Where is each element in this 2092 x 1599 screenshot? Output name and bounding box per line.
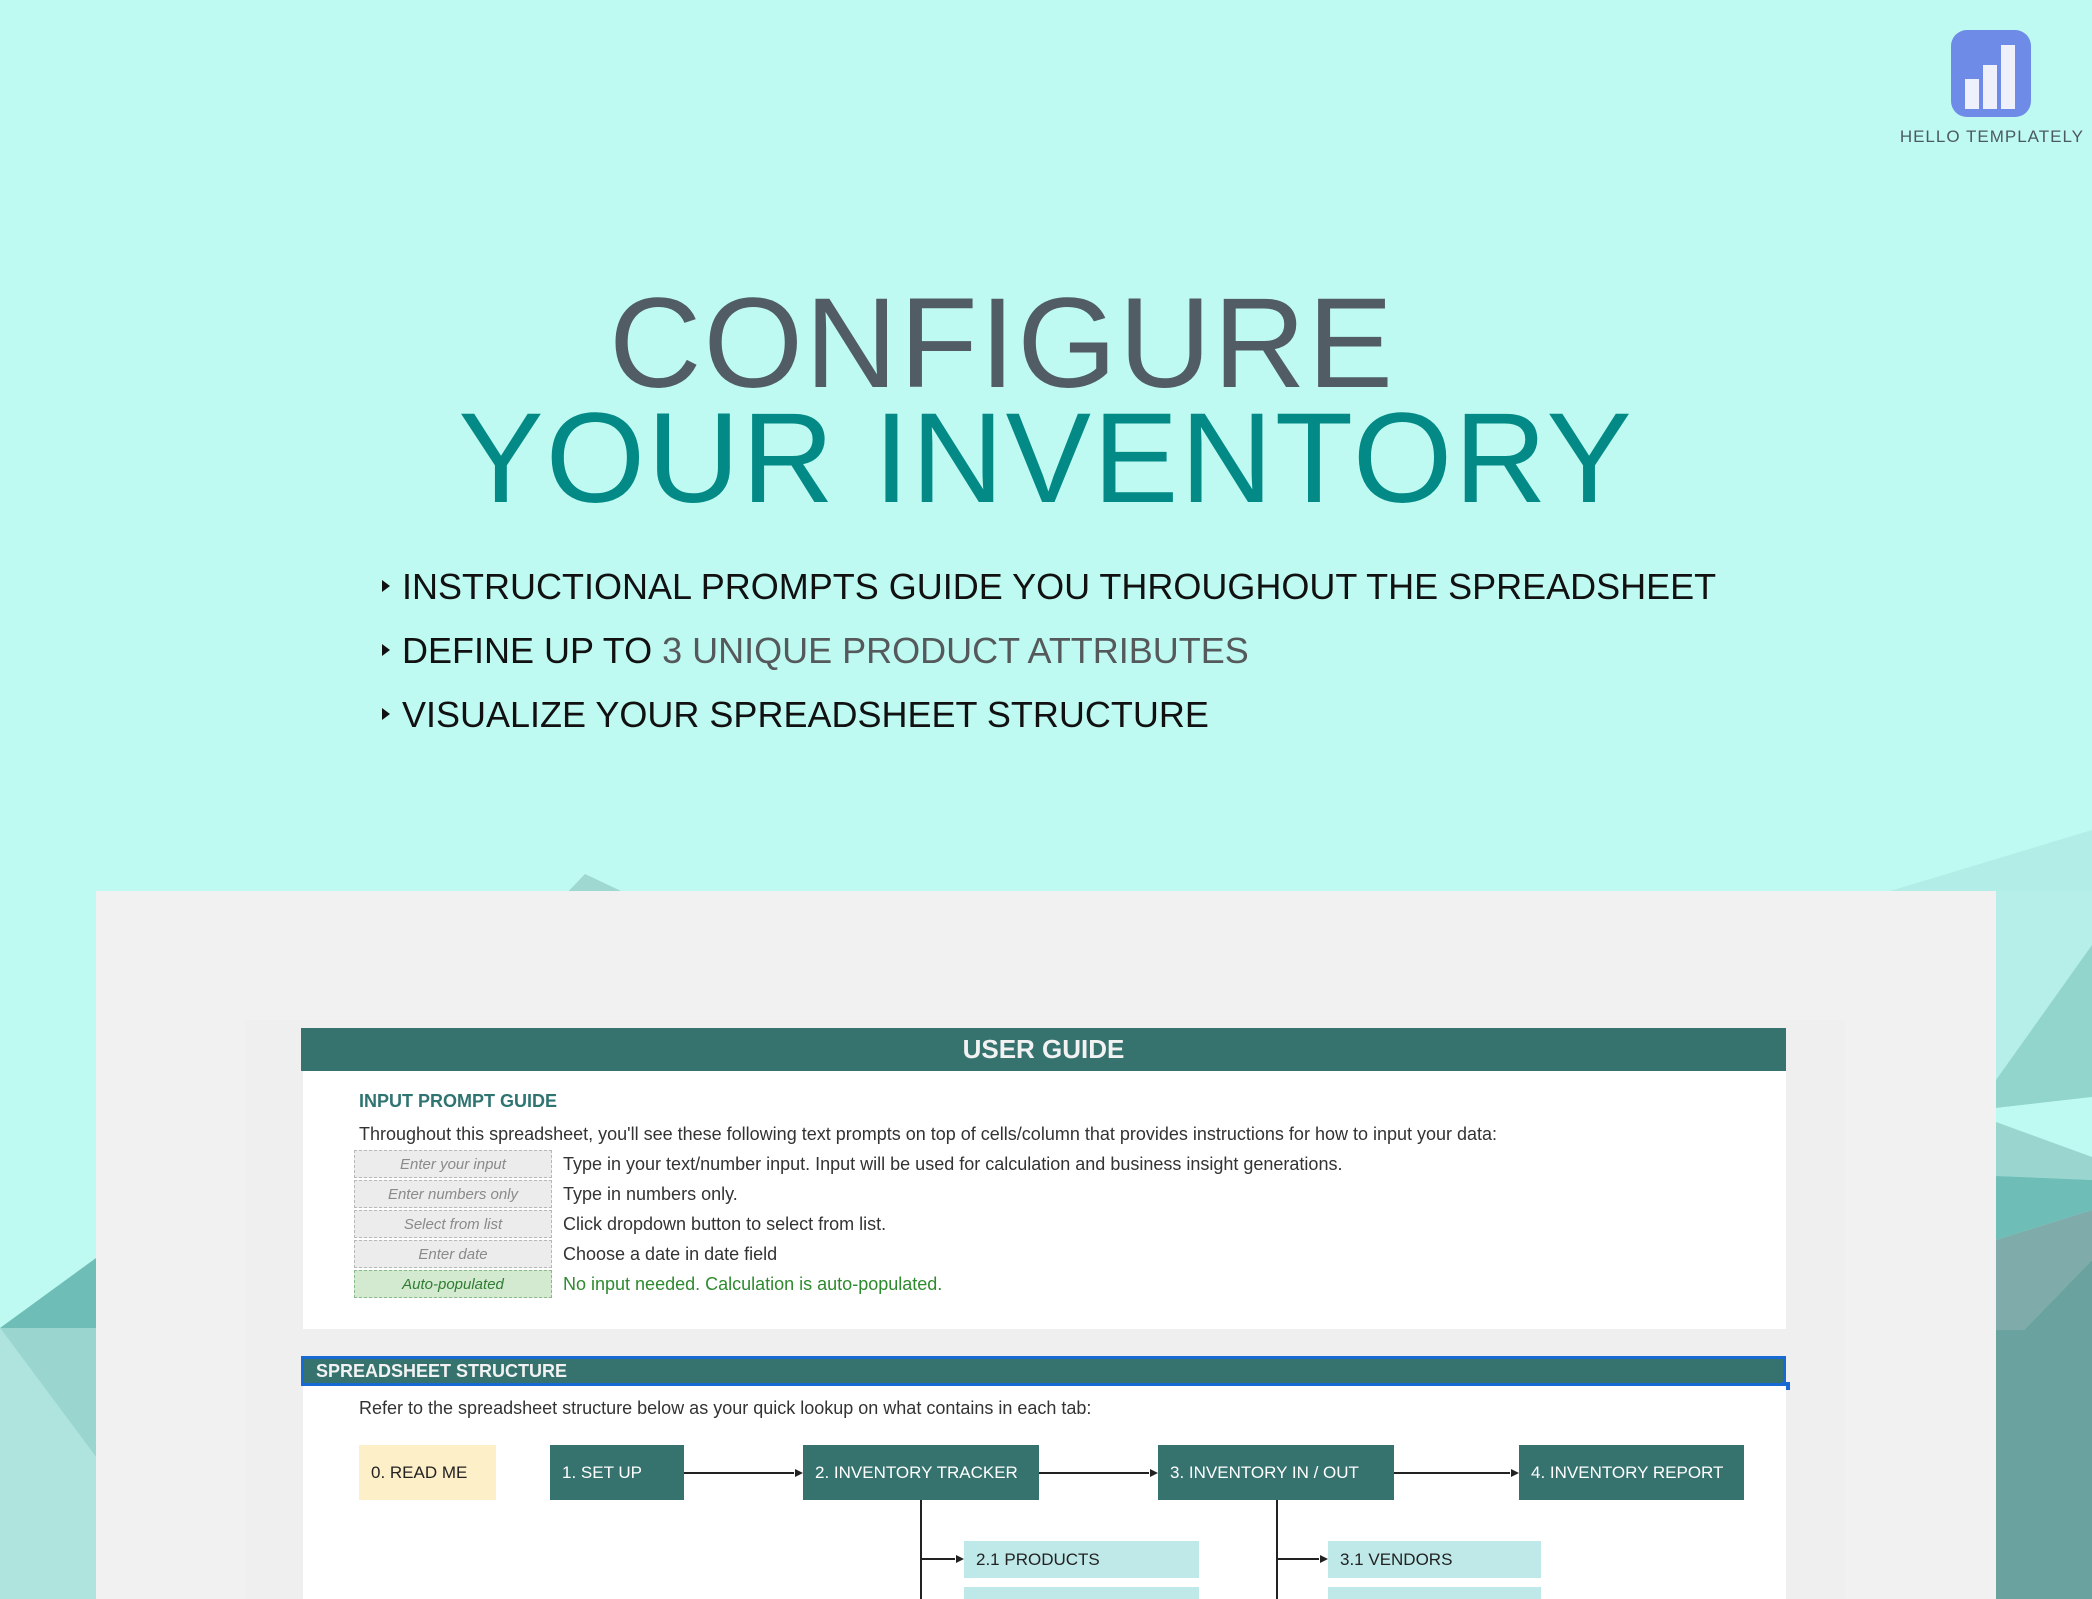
- tab-box-inventory-tracker[interactable]: 2. INVENTORY TRACKER: [803, 1445, 1039, 1500]
- user-guide-header: USER GUIDE: [301, 1028, 1786, 1071]
- brand-logo-icon: [1951, 30, 2031, 117]
- hero-title-line1: CONFIGURE: [609, 272, 1395, 415]
- arrow-right-icon: [795, 1469, 803, 1477]
- bullet-triangle-icon: [382, 708, 390, 721]
- hero-title-line2: YOUR INVENTORY: [458, 387, 1634, 530]
- prompt-description: Click dropdown button to select from lis…: [563, 1214, 887, 1234]
- tab-box-setup[interactable]: 1. SET UP: [550, 1445, 684, 1500]
- connector-line: [1276, 1558, 1319, 1560]
- tab-box-readme[interactable]: 0. READ ME: [359, 1445, 496, 1500]
- prompt-cell-select-list[interactable]: Select from list: [354, 1210, 552, 1238]
- arrow-right-icon: [1511, 1469, 1519, 1477]
- prompt-description: No input needed. Calculation is auto-pop…: [563, 1274, 943, 1294]
- bullet-triangle-icon: [382, 644, 390, 657]
- tab-box-vendors[interactable]: 3.1 VENDORS: [1328, 1541, 1541, 1578]
- structure-intro: Refer to the spreadsheet structure below…: [359, 1398, 1092, 1418]
- connector-line: [1039, 1472, 1149, 1474]
- input-guide-intro: Throughout this spreadsheet, you'll see …: [359, 1124, 1498, 1144]
- prompt-cell-enter-input[interactable]: Enter your input: [354, 1150, 552, 1178]
- feature-bullet: VISUALIZE YOUR SPREADSHEET STRUCTURE: [382, 694, 1209, 736]
- arrow-right-icon: [1150, 1469, 1158, 1477]
- bullet-triangle-icon: [382, 580, 390, 593]
- spreadsheet-structure-header[interactable]: SPREADSHEET STRUCTURE: [301, 1356, 1786, 1386]
- input-guide-title: INPUT PROMPT GUIDE: [359, 1091, 558, 1111]
- prompt-description: Type in your text/number input. Input wi…: [563, 1154, 1343, 1174]
- prompt-cell-numbers-only[interactable]: Enter numbers only: [354, 1180, 552, 1208]
- feature-bullet: INSTRUCTIONAL PROMPTS GUIDE YOU THROUGHO…: [382, 566, 1716, 608]
- feature-accent: 3 UNIQUE PRODUCT ATTRIBUTES: [662, 630, 1249, 671]
- connector-line: [920, 1500, 922, 1599]
- connector-line: [920, 1558, 955, 1560]
- arrow-right-icon: [1320, 1555, 1328, 1563]
- prompt-cell-enter-date[interactable]: Enter date: [354, 1240, 552, 1268]
- tab-box-inventory-in-out[interactable]: 3. INVENTORY IN / OUT: [1158, 1445, 1394, 1500]
- tab-box-inventory-report[interactable]: 4. INVENTORY REPORT: [1519, 1445, 1744, 1500]
- connector-line: [1394, 1472, 1510, 1474]
- selection-handle[interactable]: [1782, 1382, 1790, 1390]
- prompt-description: Choose a date in date field: [563, 1244, 778, 1264]
- feature-bullet: DEFINE UP TO 3 UNIQUE PRODUCT ATTRIBUTES: [382, 630, 1249, 672]
- connector-line: [684, 1472, 794, 1474]
- brand-name: HELLO TEMPLATELY: [1899, 127, 2084, 146]
- prompt-description: Type in numbers only.: [563, 1184, 738, 1204]
- tab-box-next-sub[interactable]: [964, 1587, 1199, 1599]
- connector-line: [1276, 1500, 1278, 1599]
- tab-box-next-sub[interactable]: [1328, 1587, 1541, 1599]
- prompt-cell-auto-populated: Auto-populated: [354, 1270, 552, 1298]
- tab-box-products[interactable]: 2.1 PRODUCTS: [964, 1541, 1199, 1578]
- arrow-right-icon: [956, 1555, 964, 1563]
